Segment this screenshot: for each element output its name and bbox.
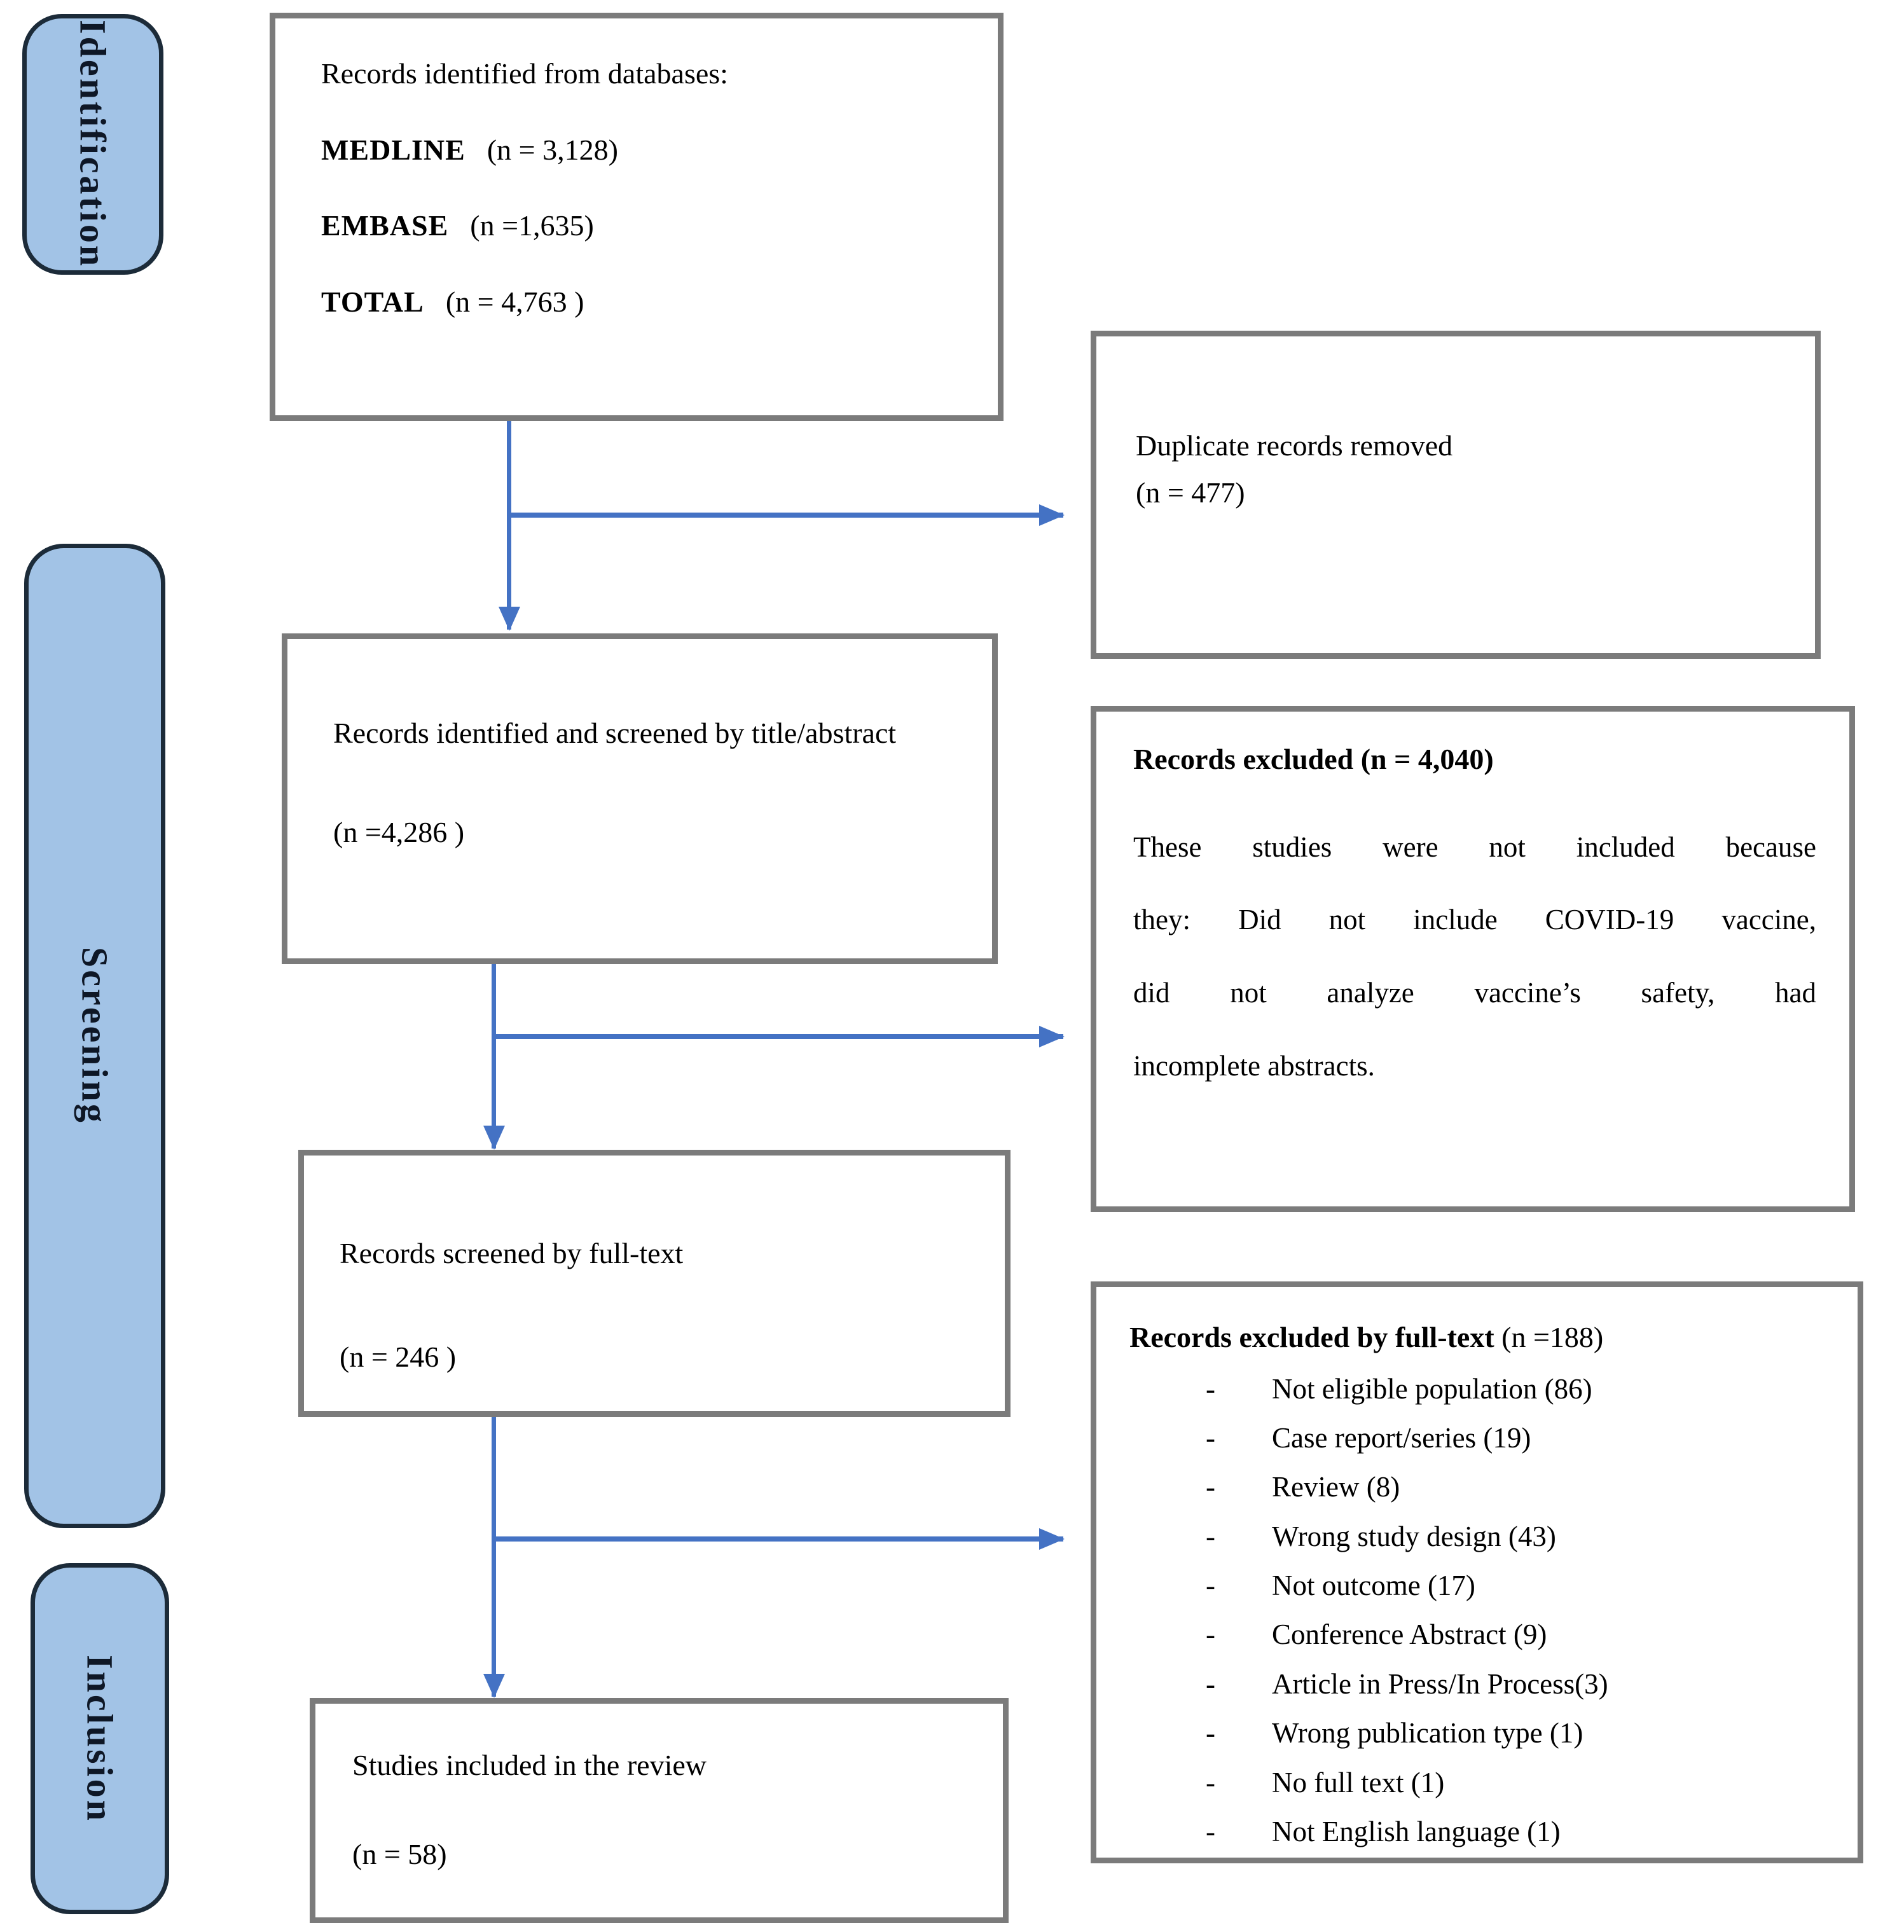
box-records-excluded-fulltext: Records excluded by full-text (n =188) -… — [1091, 1281, 1863, 1863]
db-name-total: TOTAL — [321, 285, 424, 318]
arrow-fulltext-to-included — [492, 1417, 496, 1697]
records-excluded-body-line: These studies were not included because — [1133, 831, 1816, 863]
studies-included-text: Studies included in the review — [352, 1749, 707, 1781]
box-screened-fulltext: Records screened by full-text (n = 246 ) — [298, 1150, 1011, 1417]
stage-inclusion: Inclusion — [31, 1563, 169, 1914]
records-excluded-fulltext-title-bold: Records excluded by full-text — [1129, 1321, 1494, 1353]
db-row-medline: MEDLINE (n = 3,128) — [321, 132, 979, 169]
db-count-total: (n = 4,763 ) — [445, 285, 584, 318]
list-item: -Not eligible population (86) — [1096, 1365, 1858, 1414]
records-excluded-body-line: did not analyze vaccine’s safety, had — [1133, 977, 1816, 1009]
db-count-embase: (n =1,635) — [470, 209, 594, 242]
screened-title-abstract-count: (n =4,286 ) — [333, 816, 465, 849]
db-count-medline: (n = 3,128) — [486, 133, 618, 166]
list-item: -Article in Press/In Process(3) — [1096, 1660, 1858, 1709]
dash-bullet: - — [1206, 1816, 1215, 1848]
records-identified-title: Records identified from databases: — [321, 57, 728, 90]
box-records-identified: Records identified from databases: MEDLI… — [270, 13, 1004, 421]
dash-bullet: - — [1206, 1667, 1215, 1700]
db-row-total: TOTAL (n = 4,763 ) — [321, 284, 979, 321]
box-studies-included: Studies included in the review (n = 58) — [310, 1698, 1009, 1923]
stage-identification-label: Identification — [72, 20, 114, 269]
list-item: -Wrong publication type (1) — [1096, 1709, 1858, 1758]
records-excluded-body: These studies were not included because … — [1133, 811, 1816, 1103]
box-records-excluded-abstract: Records excluded (n = 4,040) These studi… — [1091, 706, 1855, 1212]
records-excluded-body-line: incomplete abstracts. — [1133, 1049, 1375, 1082]
dash-bullet: - — [1206, 1372, 1215, 1405]
duplicates-removed-text: Duplicate records removed — [1136, 429, 1453, 462]
stage-screening: Screening — [24, 544, 165, 1528]
stage-inclusion-label: Inclusion — [79, 1654, 121, 1823]
stage-screening-label: Screening — [74, 947, 116, 1125]
screened-fulltext-text: Records screened by full-text — [340, 1237, 684, 1269]
screened-fulltext-count: (n = 246 ) — [340, 1340, 457, 1373]
records-excluded-title: Records excluded (n = 4,040) — [1133, 743, 1494, 775]
dash-bullet: - — [1206, 1471, 1215, 1503]
dash-bullet: - — [1206, 1570, 1215, 1602]
dash-bullet: - — [1206, 1618, 1215, 1651]
list-item: -Case report/series (19) — [1096, 1414, 1858, 1463]
screened-title-abstract-text: Records identified and screened by title… — [333, 717, 897, 749]
records-excluded-fulltext-title-count: (n =188) — [1494, 1321, 1604, 1353]
list-item: -Wrong study design (43) — [1096, 1512, 1858, 1561]
studies-included-count: (n = 58) — [352, 1837, 447, 1870]
list-item: -No full text (1) — [1096, 1758, 1858, 1807]
dash-bullet: - — [1206, 1421, 1215, 1454]
records-excluded-body-line: they: Did not include COVID-19 vaccine, — [1133, 904, 1816, 936]
arrow-to-records-excluded — [493, 1034, 1063, 1039]
arrow-screened-to-fulltext — [492, 964, 496, 1149]
dash-bullet: - — [1206, 1520, 1215, 1552]
duplicates-removed-count: (n = 477) — [1136, 476, 1245, 509]
arrow-to-duplicates-removed — [509, 513, 1063, 518]
records-excluded-fulltext-title: Records excluded by full-text (n =188) — [1129, 1319, 1838, 1356]
dash-bullet: - — [1206, 1766, 1215, 1798]
arrow-to-excluded-fulltext — [493, 1536, 1063, 1542]
list-item: -Not outcome (17) — [1096, 1561, 1858, 1610]
db-name-embase: EMBASE — [321, 209, 449, 242]
box-screened-title-abstract: Records identified and screened by title… — [282, 633, 998, 964]
box-duplicates-removed: Duplicate records removed (n = 477) — [1091, 331, 1821, 659]
list-item: -Not English language (1) — [1096, 1807, 1858, 1856]
db-row-embase: EMBASE (n =1,635) — [321, 207, 979, 244]
exclusion-reason-list: -Not eligible population (86) -Case repo… — [1096, 1365, 1858, 1857]
dash-bullet: - — [1206, 1717, 1215, 1749]
stage-identification: Identification — [22, 14, 163, 275]
list-item: -Conference Abstract (9) — [1096, 1610, 1858, 1659]
db-name-medline: MEDLINE — [321, 133, 466, 166]
list-item: -Review (8) — [1096, 1463, 1858, 1512]
arrow-identified-to-screened — [507, 421, 511, 630]
